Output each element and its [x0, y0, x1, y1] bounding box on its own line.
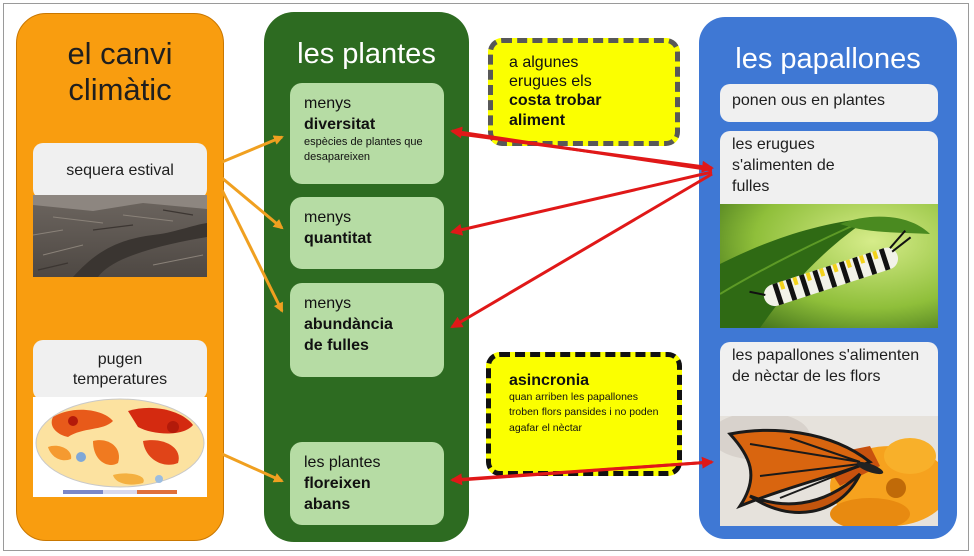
asynchrony-title: asincronia: [509, 372, 590, 389]
quantity-prefix: menys: [304, 209, 352, 226]
diversity-prefix: menys: [304, 95, 352, 112]
plants-diversity-card: menys diversitat espècies de plantes que…: [290, 83, 444, 184]
monarch-butterfly-image: [720, 416, 938, 526]
nectar-card: les papallones s'alimenten de nèctar de …: [720, 342, 938, 416]
climate-title: el canvi climàtic: [67, 36, 173, 107]
temperature-map-image: [33, 397, 207, 497]
dry-riverbed-image: [33, 195, 207, 277]
leaves-prefix: menys: [304, 295, 352, 312]
asynchrony-text: quan arriben les papallones troben flors…: [509, 391, 659, 434]
plants-quantity-card: menys quantitat: [290, 197, 444, 269]
plants-leaves-card: menys abundància de fulles: [290, 283, 444, 377]
nectar-text: les papallones s'alimenten de nèctar de …: [732, 347, 920, 385]
food-note-text: a algunes erugues els: [509, 54, 592, 91]
eggs-text: ponen ous en plantes: [732, 92, 886, 109]
caterpillars-text: les erugues s'alimenten de fulles: [732, 136, 835, 195]
diagram-frame: [3, 3, 969, 551]
flowering-bold: floreixen abans: [304, 475, 371, 514]
temperatures-text: pugen temperatures: [72, 351, 168, 388]
butterflies-title: les papallones: [735, 43, 921, 75]
food-shortage-note: a algunes erugues els costa trobar alime…: [488, 38, 680, 146]
food-note-bold: costa trobar aliment: [509, 92, 602, 129]
flowering-prefix: les plantes: [304, 454, 381, 471]
diversity-bold: diversitat: [304, 116, 376, 134]
caterpillars-card: les erugues s'alimenten de fulles: [720, 131, 938, 205]
drought-label: sequera estival: [33, 143, 207, 199]
leaves-bold: abundància de fulles: [304, 316, 393, 355]
quantity-bold: quantitat: [304, 230, 372, 248]
asynchrony-note: asincronia quan arriben les papallones t…: [486, 352, 682, 476]
caterpillar-image: [720, 204, 938, 328]
diversity-note: espècies de plantes que desapareixen: [304, 136, 423, 163]
plants-title: les plantes: [297, 38, 436, 70]
eggs-card: ponen ous en plantes: [720, 84, 938, 122]
drought-text: sequera estival: [66, 162, 174, 179]
plants-flowering-card: les plantes floreixen abans: [290, 442, 444, 525]
temperatures-label: pugen temperatures: [33, 340, 207, 400]
